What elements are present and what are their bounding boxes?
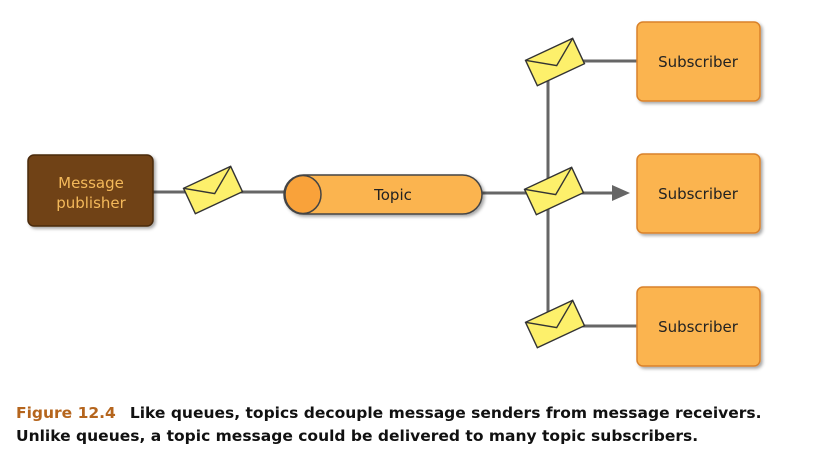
subscriber-label-middle: Subscriber bbox=[658, 185, 739, 203]
figure-caption: Figure 12.4 Like queues, topics decouple … bbox=[16, 402, 806, 448]
publisher-label-line1: Message bbox=[58, 174, 124, 192]
subscriber-label-top: Subscriber bbox=[658, 53, 739, 71]
subscriber-box-middle: Subscriber bbox=[636, 153, 761, 234]
subscriber-box-bottom: Subscriber bbox=[636, 286, 761, 367]
envelope-icon bbox=[182, 165, 244, 215]
topic-cylinder: Topic bbox=[283, 174, 483, 215]
arrowhead-icon bbox=[612, 185, 630, 201]
publisher-label-line2: publisher bbox=[56, 194, 126, 212]
topic-cylinder-cap bbox=[284, 174, 322, 215]
message-flow-diagram: Message publisher Topic Subscriber Subsc… bbox=[27, 21, 761, 367]
envelope-icon bbox=[524, 37, 586, 87]
figure-number: Figure 12.4 bbox=[16, 404, 116, 422]
topic-label: Topic bbox=[373, 186, 412, 204]
envelope-icon bbox=[523, 166, 585, 216]
caption-text-1: Like queues, topics decouple message sen… bbox=[129, 404, 762, 422]
subscriber-box-top: Subscriber bbox=[636, 21, 761, 102]
envelope-icon bbox=[524, 299, 586, 349]
caption-line-1: Figure 12.4 Like queues, topics decouple … bbox=[16, 402, 806, 425]
message-publisher-box: Message publisher bbox=[27, 154, 154, 227]
subscriber-label-bottom: Subscriber bbox=[658, 318, 739, 336]
caption-line-2: Unlike queues, a topic message could be … bbox=[16, 427, 699, 445]
